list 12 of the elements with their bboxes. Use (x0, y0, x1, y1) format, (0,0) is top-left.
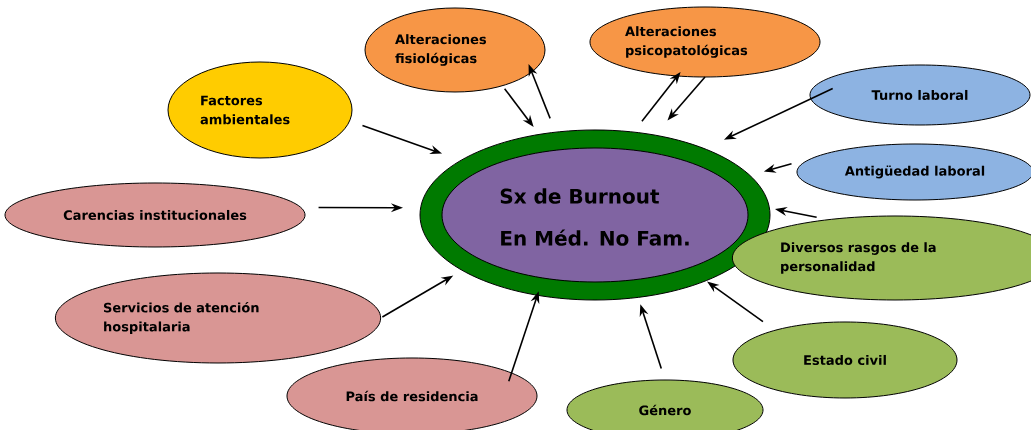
ellipse-node: Género (566, 379, 764, 430)
ellipse-node: Antigüedad laboral (796, 143, 1031, 201)
ellipse-node: Factores ambientales (167, 61, 353, 159)
ellipse-node: Servicios de atención hospitalaria (54, 272, 382, 364)
ellipse-node: Estado civil (732, 321, 958, 399)
arrow (641, 72, 681, 123)
ellipse-node: Carencias institucionales (4, 182, 306, 248)
ellipse-node: Diversos rasgos de la personalidad (731, 215, 1031, 301)
ellipse-node: Alteraciones psicopatológicas (589, 6, 821, 78)
ellipse-node: Alteraciones fisiológicas (364, 7, 546, 93)
ellipse-node: Turno laboral (809, 64, 1031, 126)
ellipse-node: País de residencia (286, 357, 538, 430)
